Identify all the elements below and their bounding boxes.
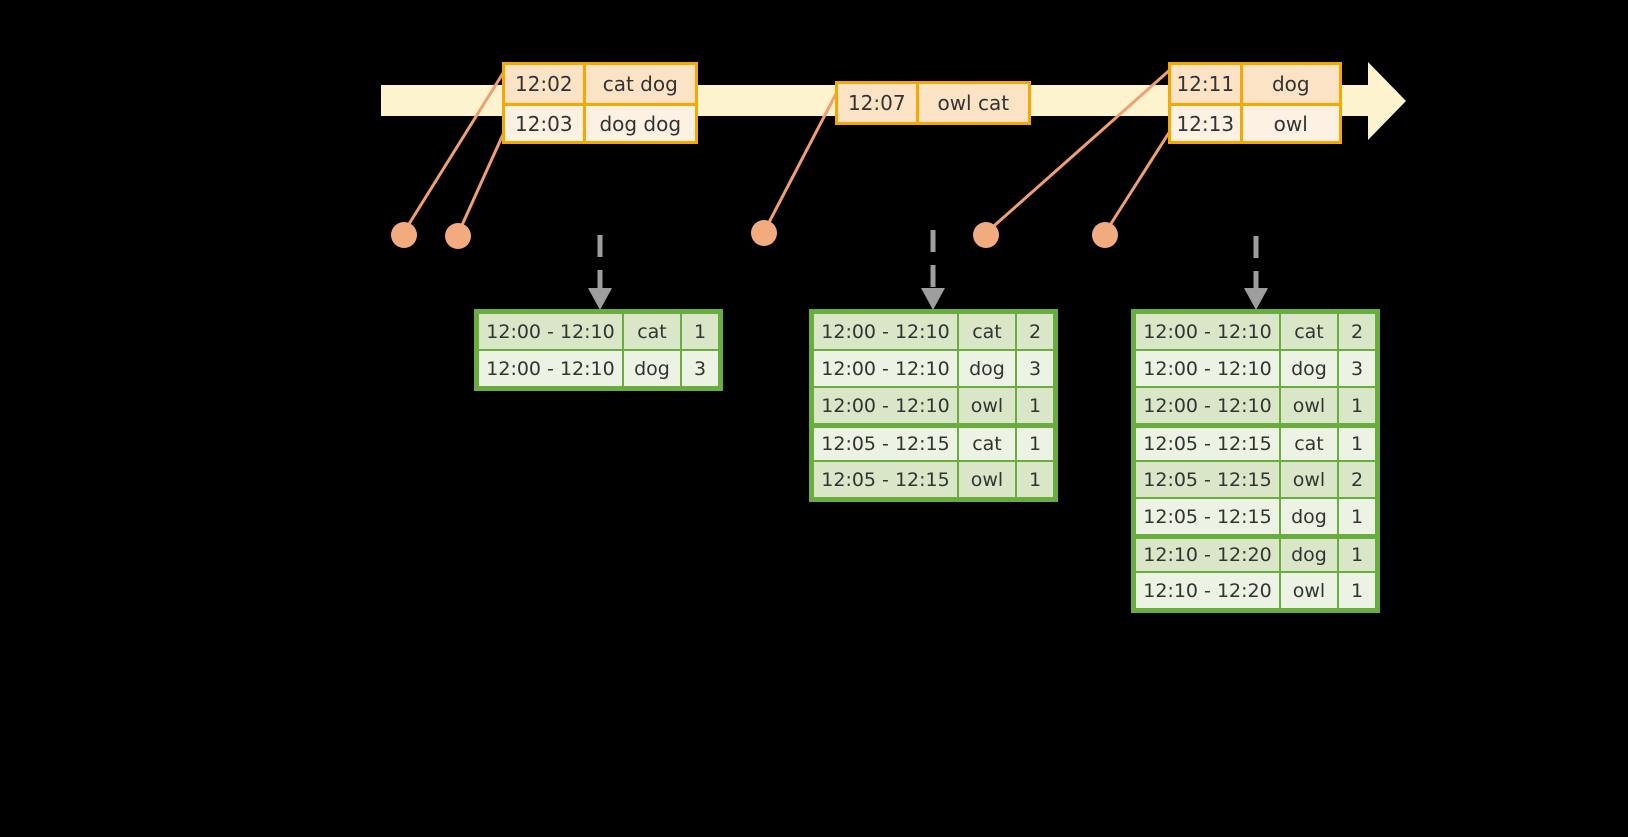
event-dot-5 [1092,222,1118,248]
event-time: 12:07 [838,84,919,122]
event-text: dog dog [585,106,695,141]
timeline-arrow-head-icon [1368,62,1406,140]
cell-word: owl [1280,461,1338,498]
connector-line-5 [1103,127,1174,234]
cell-word: dog [623,350,681,387]
cell-count: 2 [1016,313,1054,350]
cell-window: 12:05 - 12:15 [1135,461,1280,498]
cell-window: 12:00 - 12:10 [813,387,958,424]
cell-word: owl [958,461,1016,498]
cell-window: 12:00 - 12:10 [478,313,623,350]
cell-word: cat [958,313,1016,350]
event-time: 12:13 [1171,106,1243,141]
cell-word: owl [1280,387,1338,424]
event-dot-1 [391,222,417,248]
cell-window: 12:00 - 12:10 [1135,350,1280,387]
cell-window: 12:00 - 12:10 [813,313,958,350]
cell-window: 12:05 - 12:15 [813,461,958,498]
cell-count: 2 [1338,313,1376,350]
cell-window: 12:00 - 12:10 [813,350,958,387]
cell-count: 1 [1338,427,1376,461]
cell-word: owl [958,387,1016,424]
cell-count: 1 [1338,572,1376,609]
cell-word: dog [1280,538,1338,572]
cell-window: 12:00 - 12:10 [1135,387,1280,424]
event-text: owl [1242,106,1339,141]
event-text: owl cat [918,84,1028,122]
cell-word: cat [958,427,1016,461]
cell-window: 12:05 - 12:15 [1135,498,1280,535]
event-row: 12:13 owl [1171,103,1339,141]
cell-count: 2 [1338,461,1376,498]
event-group-3[interactable]: 12:11 dog 12:13 owl [1168,62,1342,144]
cell-word: cat [623,313,681,350]
event-row: 12:02 cat dog [505,65,695,103]
cell-count: 1 [1338,538,1376,572]
event-time: 12:02 [505,65,586,103]
emit-arrow-head-1 [588,288,612,310]
event-time: 12:11 [1171,65,1243,103]
cell-word: dog [958,350,1016,387]
event-time: 12:03 [505,106,586,141]
cell-window: 12:00 - 12:10 [478,350,623,387]
cell-window: 12:10 - 12:20 [1135,572,1280,609]
event-dot-3 [751,220,777,246]
event-group-2[interactable]: 12:07 owl cat [835,81,1031,125]
cell-count: 3 [681,350,719,387]
cell-window: 12:10 - 12:20 [1135,538,1280,572]
cell-window: 12:00 - 12:10 [1135,313,1280,350]
cell-word: cat [1280,313,1338,350]
event-group-1[interactable]: 12:02 cat dog 12:03 dog dog [502,62,698,144]
emit-arrow-head-3 [1244,288,1268,310]
cell-count: 1 [1016,387,1054,424]
event-dot-4 [973,222,999,248]
event-row: 12:07 owl cat [838,84,1028,122]
event-row: 12:11 dog [1171,65,1339,103]
connector-line-2 [456,129,507,235]
emit-arrow-head-2 [921,288,945,310]
cell-count: 1 [1338,498,1376,535]
cell-count: 3 [1338,350,1376,387]
cell-count: 1 [1338,387,1376,424]
event-row: 12:03 dog dog [505,103,695,141]
cell-word: owl [1280,572,1338,609]
event-text: cat dog [585,65,695,103]
cell-window: 12:05 - 12:15 [1135,427,1280,461]
cell-count: 1 [681,313,719,350]
cell-count: 3 [1016,350,1054,387]
event-text: dog [1242,65,1339,103]
cell-word: dog [1280,498,1338,535]
cell-window: 12:05 - 12:15 [813,427,958,461]
cell-word: dog [1280,350,1338,387]
event-dot-group [391,220,1118,249]
cell-word: cat [1280,427,1338,461]
cell-count: 1 [1016,427,1054,461]
cell-count: 1 [1016,461,1054,498]
event-dot-2 [445,223,471,249]
